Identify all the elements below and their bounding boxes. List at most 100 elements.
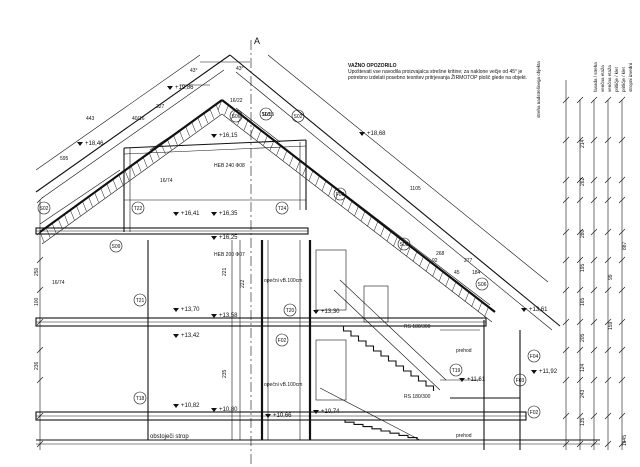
tag-label: T21 — [136, 298, 145, 304]
dim-250: 250 — [34, 267, 40, 276]
roof-dimension-lines — [35, 54, 549, 283]
tag-label: S02 — [294, 114, 303, 120]
tag-label: S06 — [232, 114, 241, 120]
tag-label: T22 — [134, 206, 143, 212]
level-marker-icon — [173, 212, 179, 216]
level-label: +11,92 — [539, 369, 558, 375]
warning-note: VAŽNO OPOZORILO Upoštevati vse navodila … — [348, 63, 528, 81]
tag-circle — [133, 293, 147, 307]
side-legend: streha nadstrešnega objekta fasada / str… — [536, 61, 633, 118]
dim-595: 595 — [60, 156, 69, 162]
right-dim-label: 214 — [580, 139, 586, 148]
level-marker-icon — [265, 414, 271, 418]
right-dim-label: 262 — [580, 177, 586, 186]
side-text-d: venčna etaža — [607, 65, 612, 92]
dim-184: 184 — [472, 270, 481, 276]
walls — [123, 140, 521, 450]
label-obstoj: obstoječi strop — [150, 434, 189, 440]
level-marker-icon — [359, 132, 365, 136]
level-label: +13,61 — [529, 307, 548, 313]
warning-note-body: Upoštevati vse navodila proizvajalca str… — [348, 69, 528, 81]
right-dim-label: 99 — [608, 274, 614, 280]
tag-circle — [275, 201, 289, 215]
level-marker-icon — [459, 378, 465, 382]
level-marker-icon — [77, 142, 83, 146]
level-label: +10,66 — [273, 413, 292, 419]
tag-label: S09 — [112, 244, 121, 250]
label-heb200: HEB 200 Ф07 — [214, 252, 245, 258]
level-label: +16,15 — [219, 133, 238, 139]
tag-label: F02 — [278, 338, 287, 344]
level-marker-icon — [173, 334, 179, 338]
dim-268: 268 — [436, 251, 445, 257]
level-marker-icon — [167, 86, 173, 90]
label-stair2: RS 180/300 — [404, 394, 431, 400]
label-stair1: RS 180/300 — [404, 324, 431, 330]
dim-1674b: 16/74 — [52, 280, 65, 286]
dim-4016: 40/16 — [132, 116, 145, 122]
tag-label: F03 — [516, 378, 525, 384]
tag-label: T24 — [278, 206, 287, 212]
roof-outline — [35, 54, 561, 331]
level-marker-icon — [313, 410, 319, 414]
tag-circle — [275, 333, 289, 347]
label-opecna2: opečni vB.100cm — [264, 382, 302, 388]
tag-circle — [475, 277, 489, 291]
right-dim-label: 135 — [580, 417, 586, 426]
level-label: +13,42 — [181, 333, 200, 339]
tag-circle — [527, 405, 541, 419]
level-label: +13,30 — [321, 309, 340, 315]
tag-circle — [397, 237, 411, 251]
dim-1105: 1105 — [410, 186, 421, 192]
side-text-b: fasada / streha — [593, 62, 598, 92]
tag-circle — [109, 239, 123, 253]
level-marker-icon — [211, 134, 217, 138]
dim-222: 222 — [240, 279, 246, 288]
dim-235: 235 — [222, 369, 228, 378]
tag-circle — [133, 391, 147, 405]
tag-circle — [283, 303, 297, 317]
level-marker-icon — [211, 408, 217, 412]
tag-circle — [131, 201, 145, 215]
drawing-labels: HEB 240 Ф08 HEB 200 Ф07 opečni vB.100cm … — [34, 66, 481, 440]
tag-label: F02 — [530, 410, 539, 416]
tag-label: S03 — [400, 242, 409, 248]
tag-circle — [333, 187, 347, 201]
level-label: +10,82 — [181, 403, 200, 409]
dim-angle1: 43° — [190, 68, 198, 74]
dim-236: 236 — [34, 361, 40, 370]
right-dim-label: 1845 — [622, 435, 628, 446]
level-label: +13,58 — [219, 313, 238, 319]
level-label: +18,46 — [85, 141, 104, 147]
dimension-ticks — [36, 96, 626, 448]
tag-label: F04 — [530, 354, 539, 360]
tag-label: F06 — [336, 192, 345, 198]
label-opecna1: opečni vB.100cm — [264, 278, 302, 284]
dim-443: 443 — [86, 116, 95, 122]
dim-92: 92 — [432, 258, 438, 264]
dim-100: 100 — [34, 297, 40, 306]
level-marker-icon — [173, 404, 179, 408]
level-marker-icon — [211, 314, 217, 318]
stair-zone — [315, 249, 480, 441]
right-dim-label: 195 — [580, 263, 586, 272]
tag-label: S03 — [262, 112, 271, 118]
dim-277: 277 — [464, 258, 473, 264]
tag-circle — [37, 201, 51, 215]
dim-angle2: 43° — [236, 66, 244, 72]
tag-circle — [513, 373, 527, 387]
side-text-a: streha nadstrešnega objekta — [536, 61, 541, 118]
stairs — [336, 325, 435, 440]
floor-slabs — [35, 227, 600, 445]
side-text-c: venčna etaža — [600, 65, 605, 92]
right-dim-label: 280 — [580, 229, 586, 238]
tag-circle — [449, 363, 463, 377]
right-dim-label: 124 — [580, 363, 586, 372]
tag-label: T18 — [136, 396, 145, 402]
tag-circle — [291, 109, 305, 123]
level-label: +16,25 — [219, 235, 238, 241]
tag-label: S02 — [40, 206, 49, 212]
